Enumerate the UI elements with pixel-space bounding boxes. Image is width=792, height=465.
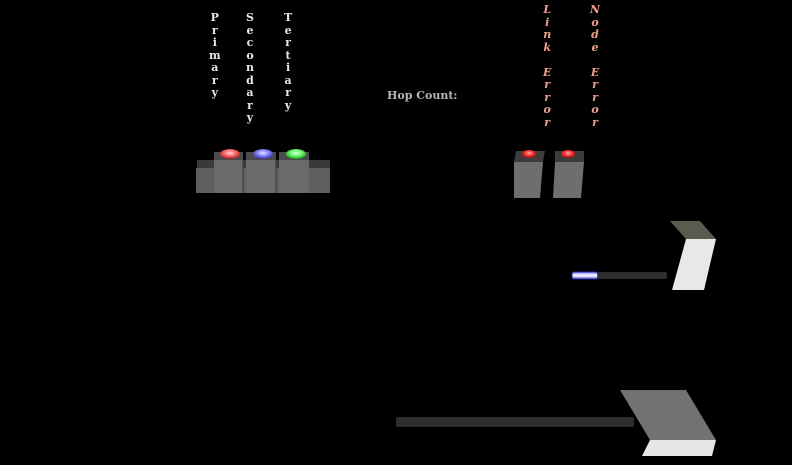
link-error-light-icon xyxy=(522,150,536,158)
link-error-pillar xyxy=(514,151,545,198)
lower-paddle[interactable] xyxy=(620,390,716,456)
node-error-light-icon xyxy=(561,150,575,158)
primary-light-icon xyxy=(220,149,240,159)
hop-count-fill xyxy=(571,271,599,280)
tertiary-light-icon xyxy=(286,149,306,159)
hop-count-paddle[interactable] xyxy=(670,221,716,290)
lower-slider-track[interactable] xyxy=(396,417,634,427)
secondary-light-icon xyxy=(253,149,273,159)
node-error-pillar xyxy=(553,151,584,198)
hop-count-label: Hop Count: xyxy=(387,89,458,102)
